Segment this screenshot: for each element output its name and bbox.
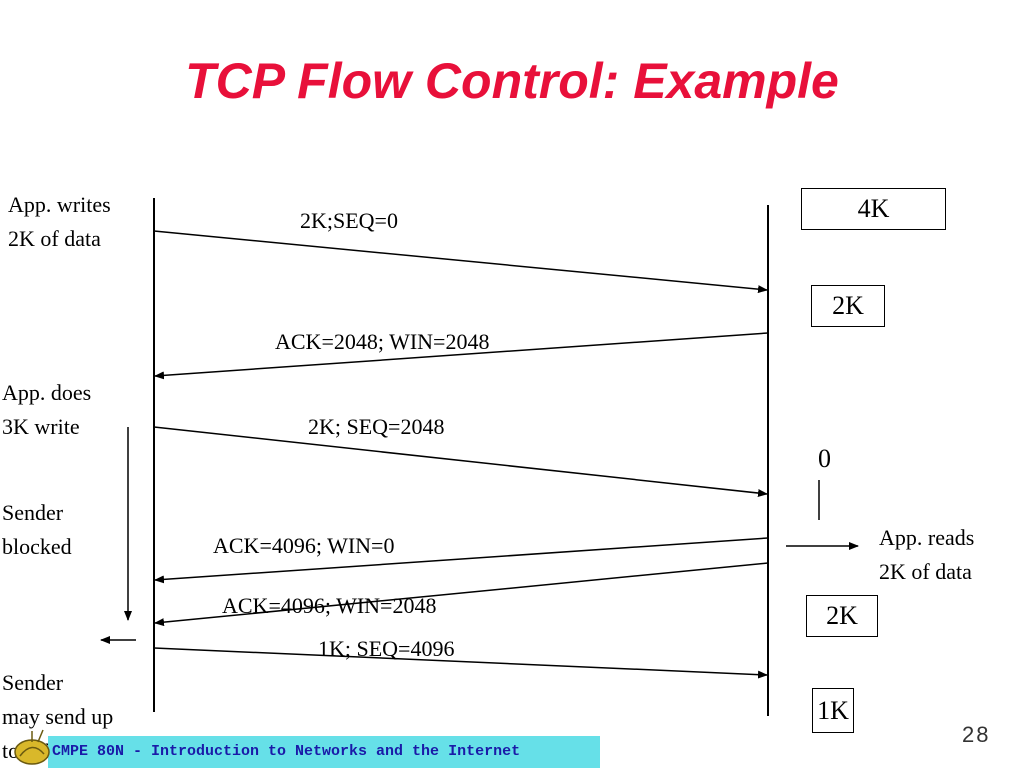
arrow-ack-2 bbox=[154, 537, 769, 584]
message-data-1: 2K;SEQ=0 bbox=[300, 208, 398, 233]
message-data-2: 2K; SEQ=2048 bbox=[308, 414, 445, 439]
label-sender-blocked: Sender blocked bbox=[2, 500, 72, 559]
message-data-3: 1K; SEQ=4096 bbox=[318, 636, 455, 661]
arrow-ack-1 bbox=[154, 332, 769, 380]
label-app-does-write: App. does 3K write bbox=[2, 380, 92, 439]
arrow-data-1 bbox=[153, 230, 768, 294]
arrow-ack-3 bbox=[154, 562, 769, 627]
buffer-box-1k: 1K bbox=[812, 688, 854, 733]
arrow-data-3 bbox=[153, 647, 768, 679]
slug-logo-icon bbox=[14, 729, 50, 765]
footer-course-title: CMPE 80N - Introduction to Networks and … bbox=[52, 743, 521, 760]
page-number: 28 bbox=[962, 722, 991, 747]
message-ack-2: ACK=4096; WIN=0 bbox=[213, 533, 395, 558]
buffer-zero: 0 bbox=[818, 444, 831, 473]
label-app-writes: App. writes 2K of data bbox=[8, 192, 111, 251]
message-ack-1: ACK=2048; WIN=2048 bbox=[275, 329, 490, 354]
footer-bar bbox=[48, 736, 600, 768]
label-app-reads: App. reads 2K of data bbox=[879, 525, 975, 584]
buffer-box-2k: 2K bbox=[811, 285, 885, 327]
arrow-data-2 bbox=[153, 426, 768, 497]
message-ack-3: ACK=4096; WIN=2048 bbox=[222, 593, 437, 618]
slide-title: TCP Flow Control: Example bbox=[185, 53, 839, 109]
buffer-box-4k: 4K bbox=[801, 188, 946, 230]
buffer-box-2k-after-read: 2K bbox=[806, 595, 878, 637]
